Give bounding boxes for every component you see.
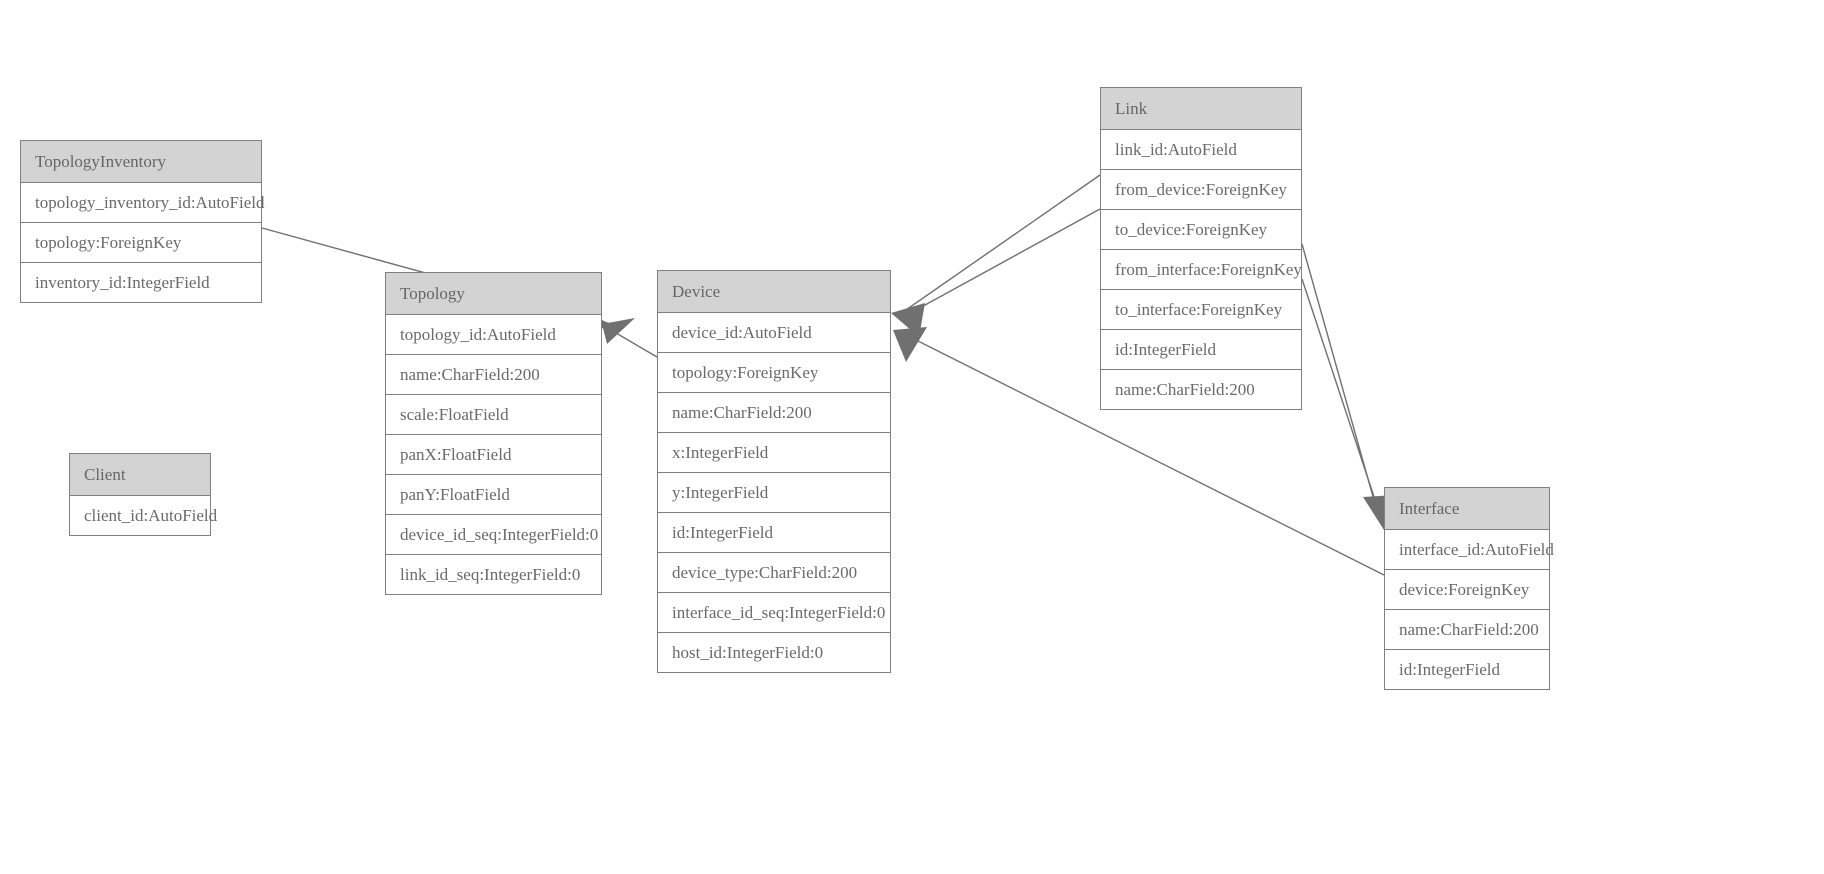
entity-field[interactable]: device_id_seq:IntegerField:0 — [386, 515, 601, 555]
entity-field[interactable]: to_device:ForeignKey — [1101, 210, 1301, 250]
entity-field[interactable]: scale:FloatField — [386, 395, 601, 435]
entity-title: Link — [1101, 88, 1301, 130]
entity-field[interactable]: name:CharField:200 — [1101, 370, 1301, 409]
entity-field[interactable]: inventory_id:IntegerField — [21, 263, 261, 302]
entity-title: Topology — [386, 273, 601, 315]
entity-field[interactable]: topology_id:AutoField — [386, 315, 601, 355]
edge-device-topology — [602, 318, 658, 358]
entity-field[interactable]: name:CharField:200 — [386, 355, 601, 395]
entity-field[interactable]: id:IntegerField — [1385, 650, 1549, 689]
entity-field[interactable]: device:ForeignKey — [1385, 570, 1549, 610]
entity-field[interactable]: from_interface:ForeignKey — [1101, 250, 1302, 290]
entity-link[interactable]: Link link_id:AutoField from_device:Forei… — [1100, 87, 1302, 410]
entity-field[interactable]: link_id:AutoField — [1101, 130, 1301, 170]
entity-field[interactable]: device_id:AutoField — [658, 313, 890, 353]
entity-client[interactable]: Client client_id:AutoField — [69, 453, 217, 536]
entity-field[interactable]: id:IntegerField — [658, 513, 890, 553]
entity-field[interactable]: link_id_seq:IntegerField:0 — [386, 555, 601, 594]
entity-field[interactable]: interface_id_seq:IntegerField:0 — [658, 593, 890, 633]
entity-field[interactable]: panY:FloatField — [386, 475, 601, 515]
edge-link-to_interface — [1301, 278, 1383, 522]
entity-field[interactable]: topology_inventory_id:AutoField — [21, 183, 265, 223]
entity-field[interactable]: host_id:IntegerField:0 — [658, 633, 890, 672]
entity-topology[interactable]: Topology topology_id:AutoField name:Char… — [385, 272, 602, 595]
entity-field[interactable]: to_interface:ForeignKey — [1101, 290, 1301, 330]
entity-interface[interactable]: Interface interface_id:AutoField device:… — [1384, 487, 1554, 690]
entity-field[interactable]: topology:ForeignKey — [658, 353, 890, 393]
edge-link-from_device — [891, 174, 1101, 337]
entity-field[interactable]: client_id:AutoField — [70, 496, 217, 535]
entity-field[interactable]: device_type:CharField:200 — [658, 553, 890, 593]
edge-link-to_device — [904, 208, 1101, 317]
entity-field[interactable]: x:IntegerField — [658, 433, 890, 473]
entity-title: Client — [70, 454, 210, 496]
entity-field[interactable]: name:CharField:200 — [658, 393, 890, 433]
entity-field[interactable]: id:IntegerField — [1101, 330, 1301, 370]
entity-device[interactable]: Device device_id:AutoField topology:Fore… — [657, 270, 891, 673]
edge-link-from_interface — [1301, 243, 1396, 530]
entity-field[interactable]: from_device:ForeignKey — [1101, 170, 1301, 210]
entity-field[interactable]: panX:FloatField — [386, 435, 601, 475]
entity-field[interactable]: interface_id:AutoField — [1385, 530, 1554, 570]
entity-title: TopologyInventory — [21, 141, 261, 183]
entity-field[interactable]: name:CharField:200 — [1385, 610, 1549, 650]
entity-topology-inventory[interactable]: TopologyInventory topology_inventory_id:… — [20, 140, 265, 303]
entity-title: Interface — [1385, 488, 1549, 530]
entity-field[interactable]: y:IntegerField — [658, 473, 890, 513]
entity-title: Device — [658, 271, 890, 313]
entity-field[interactable]: topology:ForeignKey — [21, 223, 261, 263]
